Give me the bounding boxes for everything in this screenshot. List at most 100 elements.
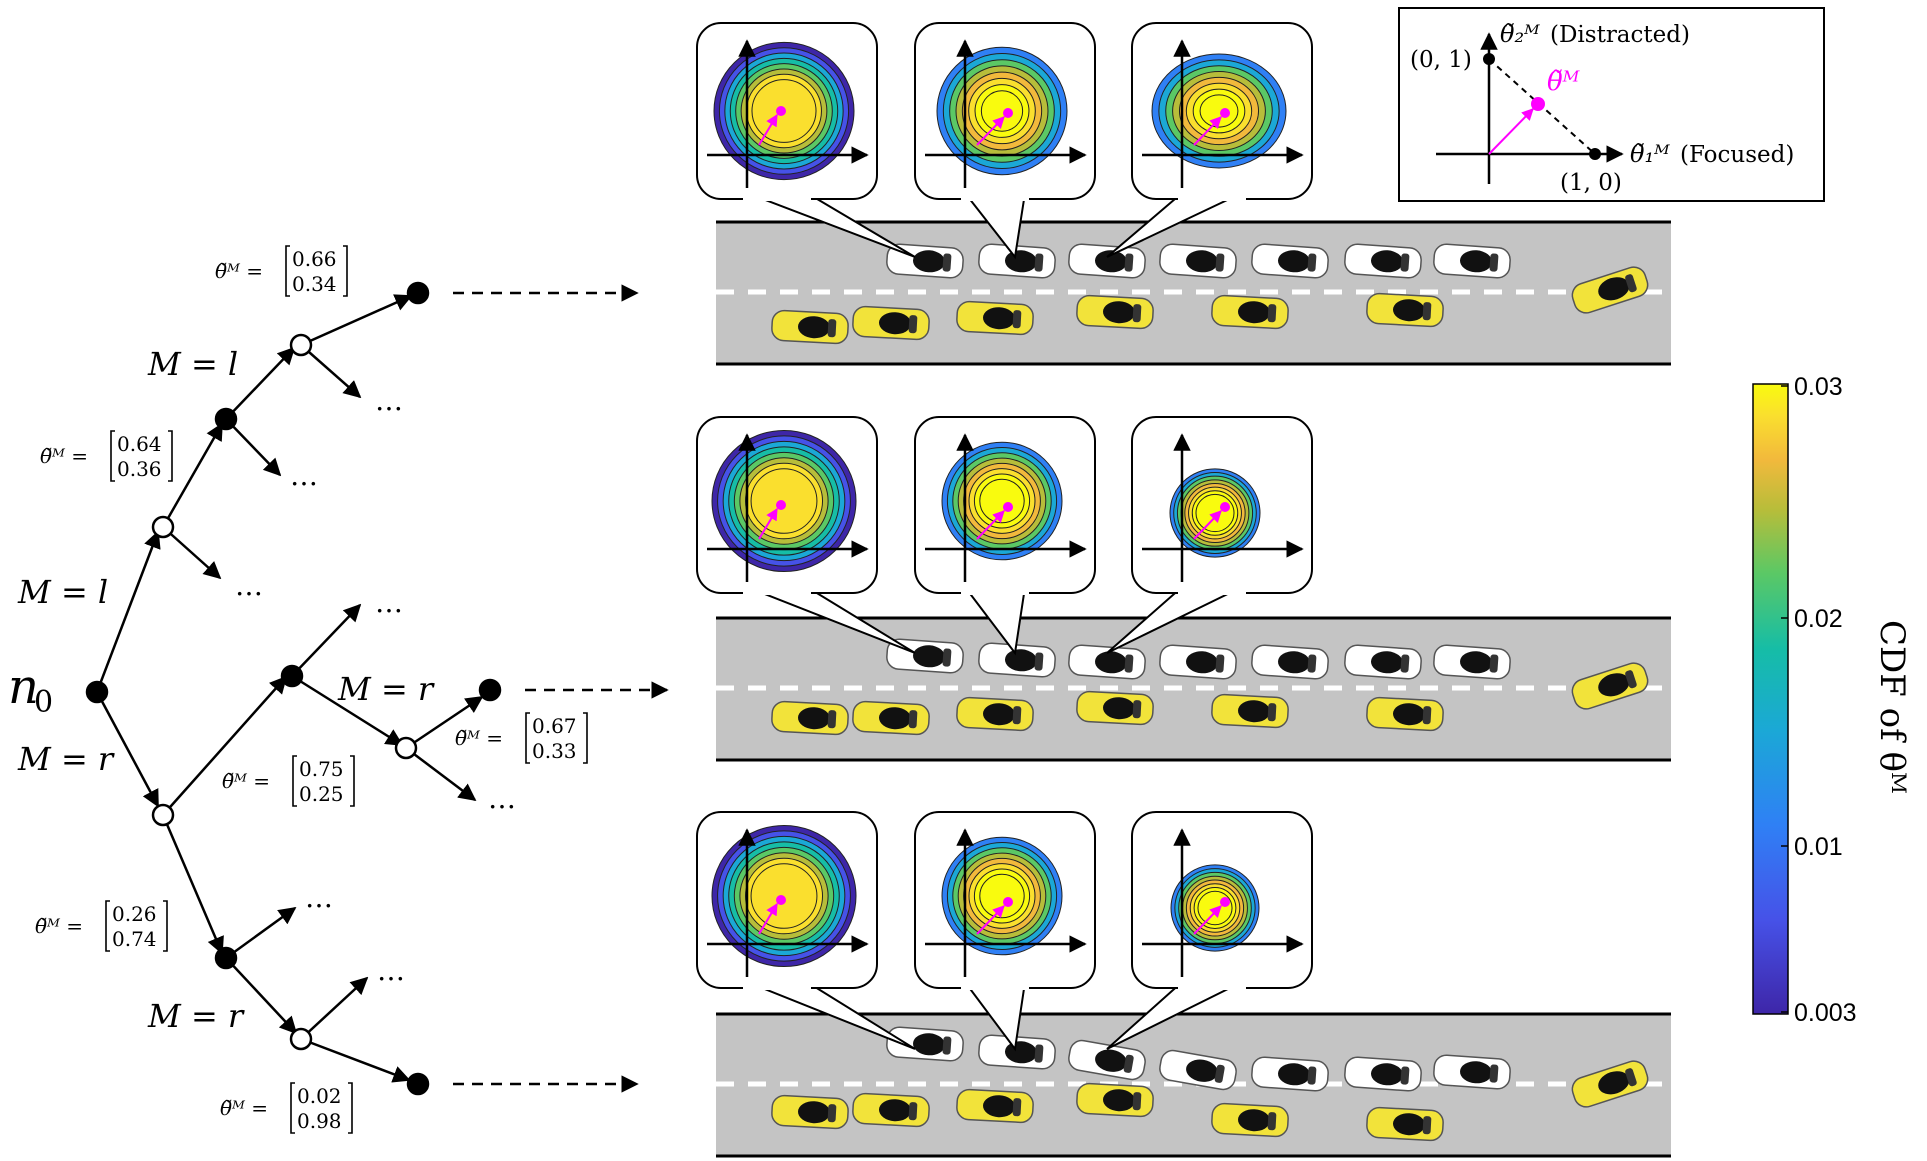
car-rear-window xyxy=(1307,1066,1317,1085)
mean-marker xyxy=(776,500,786,510)
tree-edge xyxy=(225,906,297,960)
estimates: θ̃ᴹ =0.660.34θ̃ᴹ =0.640.36θ̃ᴹ =0.750.25θ… xyxy=(35,245,588,1134)
white-car xyxy=(1344,1056,1422,1092)
inset-point-right-label: (1, 0) xyxy=(1560,170,1622,196)
car-rear-window xyxy=(1422,302,1432,321)
tree-edge xyxy=(405,695,484,750)
bubble-pointer-gap xyxy=(743,980,811,990)
car-rear-window xyxy=(942,648,952,667)
car-rear-window xyxy=(942,1036,952,1055)
car-rear-window xyxy=(1034,253,1044,272)
car-windshield xyxy=(1598,1071,1630,1095)
contour-level xyxy=(979,478,1025,524)
car-windshield xyxy=(879,1099,911,1122)
white-car xyxy=(1251,243,1329,279)
car-windshield xyxy=(983,703,1015,726)
matrix-bracket-right xyxy=(168,430,173,482)
yellow-car xyxy=(1366,1106,1444,1142)
ellipsis: … xyxy=(375,586,403,619)
car-windshield xyxy=(913,250,945,273)
scenario-panel xyxy=(696,416,1671,762)
car-windshield xyxy=(1371,651,1403,674)
theta-estimate-bottom: 0.98 xyxy=(297,1109,342,1133)
inset-legend: θ̃ᴹ θ̃₂ᴹ (Distracted) θ̃₁ᴹ (Focused) (0,… xyxy=(1398,7,1825,202)
white-car xyxy=(1344,243,1422,279)
belief-bubble xyxy=(914,22,1096,260)
yellow-car xyxy=(852,700,930,736)
yellow-car xyxy=(1571,662,1649,710)
chance-node xyxy=(151,803,175,827)
car-rear-window xyxy=(1489,1064,1499,1083)
car-rear-window xyxy=(1400,654,1410,673)
car-windshield xyxy=(1103,1089,1135,1112)
road xyxy=(716,618,1671,760)
yellow-car xyxy=(771,1094,849,1130)
car-windshield xyxy=(1393,1113,1425,1136)
decision-tree xyxy=(95,294,484,1083)
mean-marker xyxy=(776,106,786,116)
car-rear-window xyxy=(1400,253,1410,272)
inset-vector-label: θ̃ᴹ xyxy=(1547,67,1581,97)
car-windshield xyxy=(1103,697,1135,720)
theta-estimate: θ̃ᴹ =0.670.33 xyxy=(455,712,588,764)
ellipsis: … xyxy=(377,954,405,987)
chance-node xyxy=(289,1027,313,1051)
mean-vector xyxy=(758,902,778,935)
contour-level xyxy=(980,90,1024,132)
white-car xyxy=(1159,243,1237,279)
bubble-pointer-gap xyxy=(961,191,1029,201)
inset-axis1-label: θ̃₁ᴹ xyxy=(1630,140,1670,168)
tree-ellipses: … … … … … … … xyxy=(235,384,516,987)
colorbar: 0.03 0.02 0.01 0.003 CDF of θᴹ xyxy=(1752,373,1912,1027)
car-rear-window xyxy=(942,253,952,272)
tree-edge xyxy=(225,418,282,477)
car-windshield xyxy=(1095,250,1127,273)
matrix-bracket-left xyxy=(525,712,530,764)
car-rear-window xyxy=(1123,1054,1134,1073)
car-windshield xyxy=(983,307,1015,330)
yellow-car xyxy=(1211,1102,1289,1138)
yellow-car xyxy=(1366,696,1444,732)
theta-estimate: θ̃ᴹ =0.020.98 xyxy=(220,1082,353,1134)
car-rear-window xyxy=(1625,1068,1637,1087)
ellipsis: … xyxy=(290,459,318,492)
ellipsis: … xyxy=(305,881,333,914)
yellow-car xyxy=(1076,690,1154,726)
matrix-bracket-right xyxy=(343,245,348,297)
car-windshield xyxy=(1095,651,1127,674)
white-car xyxy=(1159,644,1237,680)
car-windshield xyxy=(879,707,911,730)
root-label: n 0 xyxy=(8,659,53,720)
car-rear-window xyxy=(1012,1098,1022,1117)
inset-axis2-label: θ̃₂ᴹ xyxy=(1500,20,1540,48)
car-windshield xyxy=(1598,277,1630,301)
inset-vector xyxy=(1488,108,1534,155)
inset-point-right xyxy=(1589,148,1601,160)
car-rear-window xyxy=(1307,253,1317,272)
belief-bubble xyxy=(1106,416,1313,654)
car-windshield xyxy=(1460,1061,1492,1084)
ellipsis: … xyxy=(488,782,516,815)
white-car xyxy=(1068,1039,1146,1081)
white-car xyxy=(1433,644,1511,680)
belief-bubble xyxy=(1106,22,1313,258)
leaf-node xyxy=(406,1072,430,1096)
car-windshield xyxy=(1186,1059,1218,1082)
car-windshield xyxy=(1278,1063,1310,1086)
tree-edge xyxy=(300,976,369,1040)
yellow-car xyxy=(956,696,1034,732)
white-car xyxy=(886,638,964,674)
matrix-bracket-left xyxy=(290,1082,295,1134)
model-label-right: M = r xyxy=(337,670,435,708)
inset-vector-point xyxy=(1531,97,1545,111)
tree-edge xyxy=(300,1037,411,1083)
white-car xyxy=(886,1026,964,1062)
inset-point-top-label: (0, 1) xyxy=(1410,47,1472,73)
yellow-car xyxy=(771,309,849,345)
car-windshield xyxy=(1005,649,1037,672)
car-rear-window xyxy=(1307,654,1317,673)
bubble-pointer-gap xyxy=(1178,191,1246,201)
model-label-left: M = l xyxy=(147,345,238,383)
car-windshield xyxy=(913,645,945,668)
tree-edge xyxy=(300,294,413,347)
